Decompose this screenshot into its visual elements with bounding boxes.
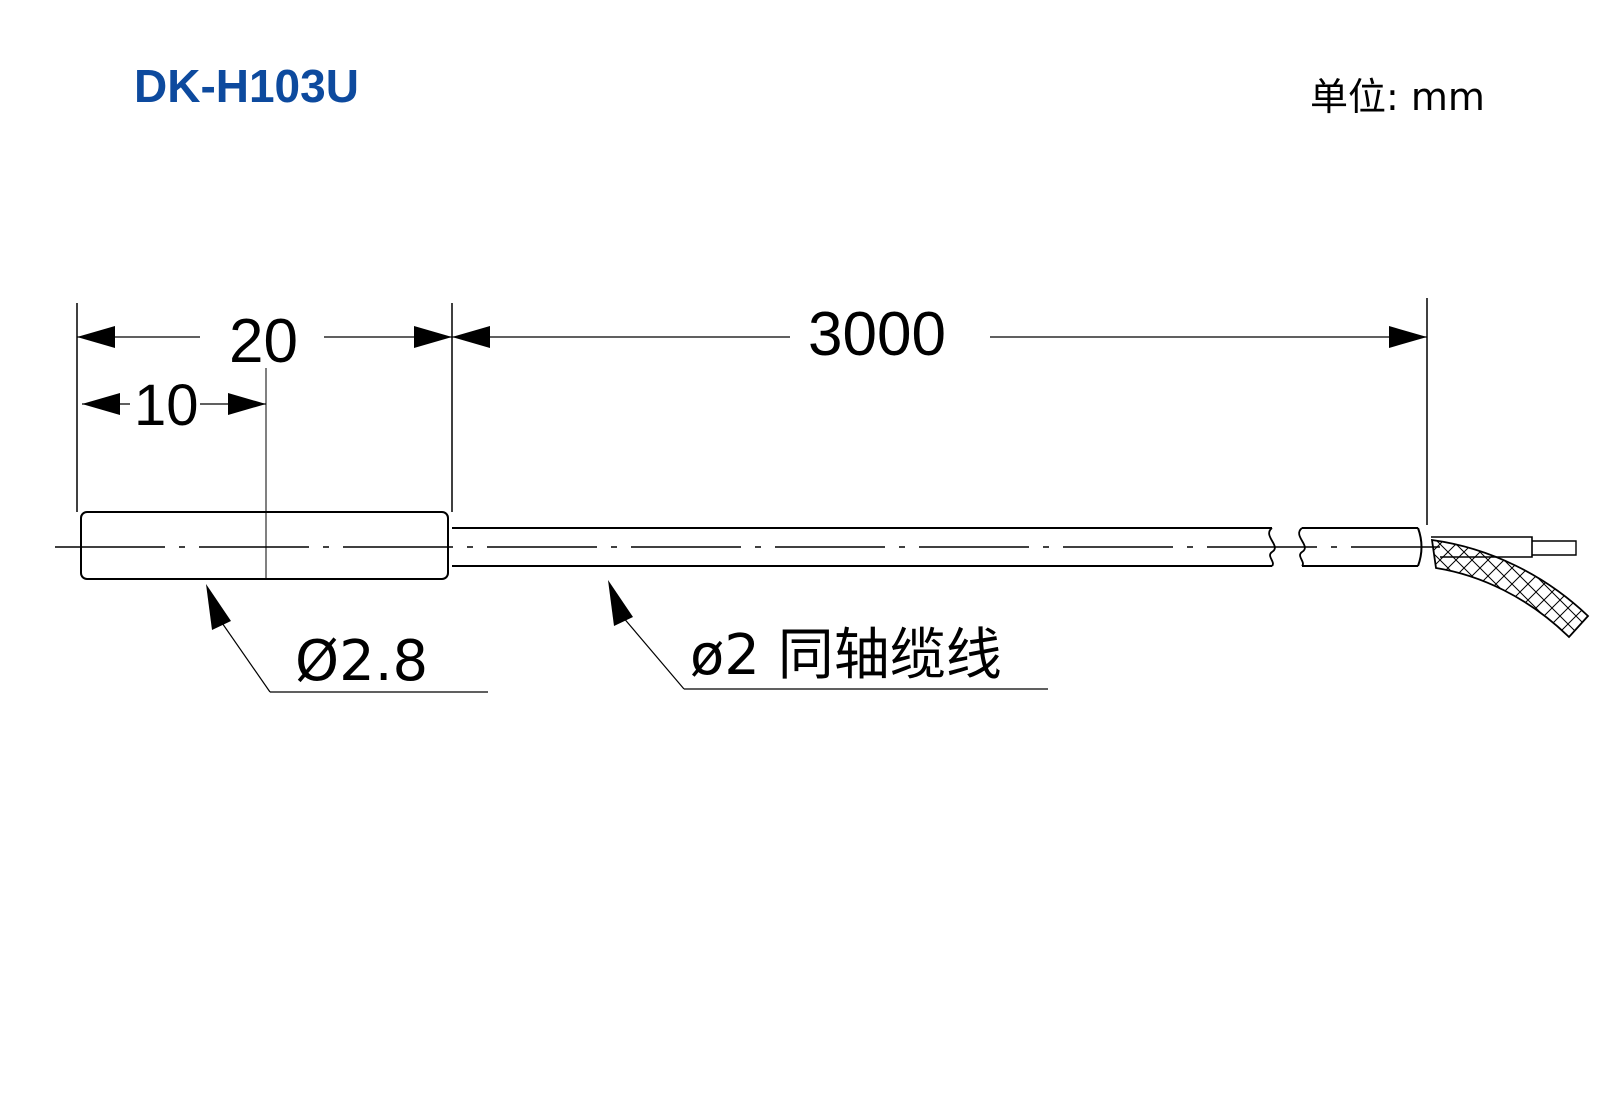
dimension-3000-label: 3000 (808, 300, 946, 369)
leader-probe (219, 619, 271, 693)
cable-spec-label: ø2 同轴缆线 (690, 623, 1002, 688)
dimension-10-label: 10 (134, 373, 199, 438)
model-title: DK-H103U (134, 60, 359, 112)
arrowhead (608, 580, 633, 626)
arrowhead (77, 326, 115, 348)
unit-label: 单位: mm (1310, 75, 1485, 119)
braided-shield (1430, 538, 1590, 639)
cable-break-left (1268, 527, 1276, 567)
arrowhead (206, 584, 231, 630)
leader-cable (621, 615, 685, 690)
arrowhead (1389, 326, 1427, 348)
inner-conductor (1532, 540, 1577, 556)
cable-break-right (1298, 527, 1306, 567)
probe-diameter-label: Ø2.8 (295, 629, 428, 694)
arrowhead (228, 393, 266, 415)
arrowhead (452, 326, 490, 348)
dimension-20-label: 20 (229, 307, 298, 376)
arrowhead (414, 326, 452, 348)
probe-body (80, 511, 449, 580)
arrowhead (82, 393, 120, 415)
